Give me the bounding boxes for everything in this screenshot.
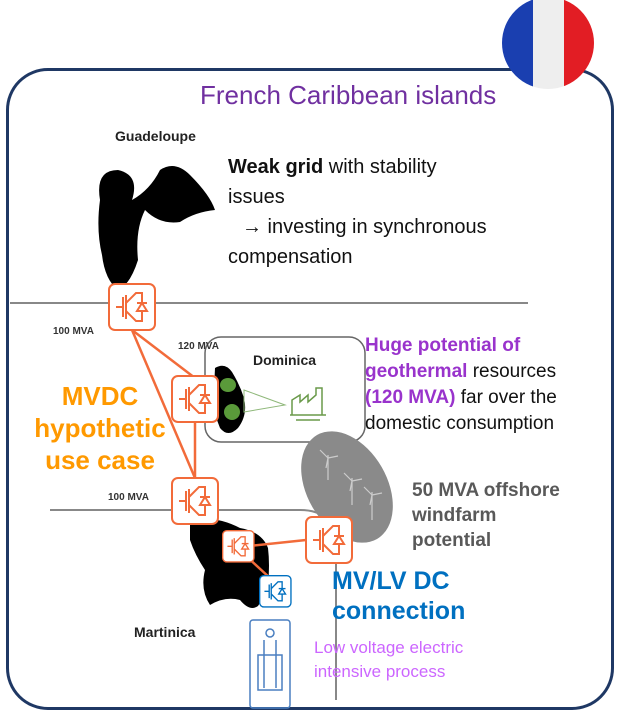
geothermal-line2: resources [467,361,557,382]
geothermal-plant-icon [290,387,326,421]
weak-grid-line4: compensation [228,246,353,268]
mva-dominica-label: 120 MVA [178,341,219,352]
geothermal-line1: Huge potential of [365,335,521,356]
guadeloupe-label: Guadeloupe [115,128,196,144]
guadeloupe-island [98,166,215,290]
weak-grid-bold: Weak grid [228,156,324,178]
dominica-label: Dominica [253,352,317,368]
converter-martinica [171,477,219,525]
weak-grid-line1: with stability [323,156,437,178]
mvdc-line2: hypothetic [34,413,166,443]
geothermal-line4: domestic consumption [365,413,555,434]
converter-martinica-mv [221,529,255,563]
converter-windfarm [305,516,353,564]
low-voltage-note: Low voltage electric intensive process [314,636,463,684]
geothermal-note: Huge potential of geothermal resources (… [365,333,557,437]
windfarm-line3: potential [412,530,492,551]
geothermal-line3: far over the [455,387,557,408]
windfarm-area [301,431,393,543]
windfarm-line2: windfarm [412,505,497,526]
mva-martinica-label: 100 MVA [108,492,149,503]
wind-turbine-icons [319,449,383,520]
mvlv-dc-label: MV/LV DC connection [332,566,465,626]
geothermal-line3-bold: (120 MVA) [365,387,456,408]
weak-grid-line2: issues [228,186,285,208]
mvdc-line1: MVDC [61,381,139,411]
mvlv-line1: MV/LV DC [332,567,450,595]
converter-lv-dc [258,574,292,608]
windfarm-note: 50 MVA offshore windfarm potential [412,478,560,553]
martinica-label: Martinica [134,624,196,640]
diagram-frame [6,68,614,710]
low-voltage-line1: Low voltage electric [314,638,464,657]
geothermal-line2-bold: geothermal [365,361,468,382]
weak-grid-note: Weak grid with stability issues → invest… [228,152,487,272]
france-flag-icon [502,0,594,89]
mva-guadeloupe-label: 100 MVA [53,326,94,337]
weak-grid-line3: → investing in synchronous [242,216,487,238]
mvlv-line2: connection [332,597,466,625]
electrolysis-process-icon [249,619,291,709]
windfarm-line1: 50 MVA offshore [412,480,560,501]
low-voltage-line2: intensive process [314,662,446,681]
mvdc-line3: use case [45,445,155,475]
mvdc-label: MVDC hypothetic use case [20,380,180,476]
converter-guadeloupe [108,283,156,331]
page-title: French Caribbean islands [200,80,497,110]
